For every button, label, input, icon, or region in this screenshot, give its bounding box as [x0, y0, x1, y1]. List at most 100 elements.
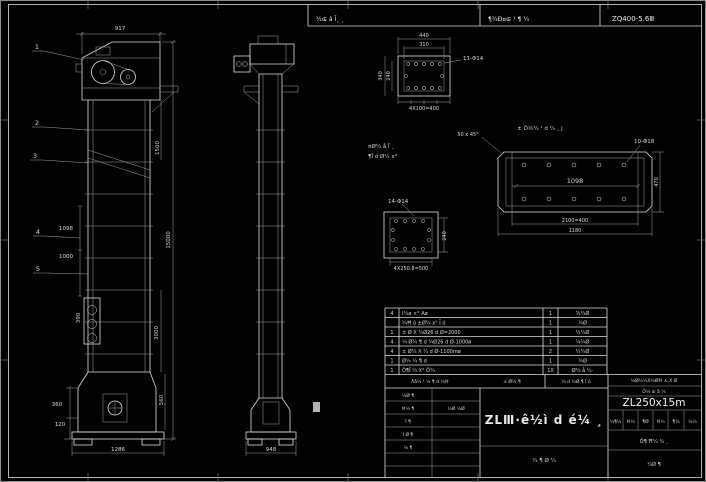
dim-1098-front: 1098	[59, 226, 73, 232]
note-line-1: ¤Ø¼ å Ī ¸	[368, 143, 394, 150]
parts-row-6: 1 Ø¼ ¼ ¶ d 1 ¼Ø	[390, 358, 587, 365]
part-material: ¼Ø	[578, 358, 587, 365]
note-line-2: ¶Ī ó Ø¼ x°	[368, 153, 398, 160]
flange-a-bolt-holes	[404, 62, 444, 90]
dim-310: 310	[419, 42, 429, 48]
annotation-note: ¤Ø¼ å Ī ¸ ¶Ī ó Ø¼ x°	[368, 143, 398, 160]
dim-1286: 1286	[111, 447, 125, 453]
callout-10-d18: 10-Φ18	[634, 139, 655, 145]
tb-header-1: Äå¼ ¹ ¼ ¶ d ¼Ħ	[411, 378, 449, 385]
part-qty: 1X	[547, 368, 554, 374]
title-block: Äå¼ ¹ ¼ ¶ d ¼Ħ ± Ø¼ ¶ ¼ d ¼Ø ¶ Ī ó ¼Ø½¼X…	[384, 374, 702, 478]
balloon-5: 5	[36, 265, 40, 273]
dim-4x100: 4X100=400	[409, 106, 439, 112]
detail-flange-b: 14-Φ14 240 4X250.8=500	[383, 199, 448, 272]
tb-left-1: ¼Ø ¶	[402, 392, 414, 399]
part-qty: 2	[549, 349, 552, 355]
tb-left-2: Ħ¼ ¶	[402, 406, 415, 412]
part-desc: ¼Ħ ó ±Ø¼ x° Ī ó	[402, 320, 445, 327]
balloon-1: 1	[35, 43, 39, 51]
part-no: 1	[390, 368, 393, 374]
balloon-3: 3	[33, 152, 37, 160]
part-no: 1	[390, 330, 393, 336]
callout-14-d14: 14-Φ14	[388, 199, 409, 205]
balloon-4: 4	[36, 228, 40, 236]
dim-3000: 3000	[154, 326, 160, 340]
detail-flange-a: 310 440 240 340 4X100=400 11-Φ14	[378, 33, 484, 112]
tb-left-5: ¼ ¶	[404, 445, 413, 451]
part-material: ¼¼Ø	[576, 329, 590, 336]
part-no: 1	[390, 359, 393, 365]
tb-right-bottom: ¼Ø ¶	[647, 461, 661, 468]
part-desc: Ø¼ ¼ ¶ d	[402, 358, 427, 365]
dim-470: 470	[654, 177, 660, 187]
part-material: ¾¼Ø	[576, 310, 590, 317]
part-qty: 1	[549, 340, 552, 346]
tb-left-4: Ⅰ Ø ¶	[403, 431, 414, 438]
inspection-box-front	[83, 297, 101, 345]
tb-right-mid: Ǒ¶ Ħ¼ ¼ ¸	[640, 438, 669, 445]
elevator-casing-side	[256, 73, 299, 398]
parts-row-2: ¼Ħ ó ±Ø¼ x° Ī ó 1 ¼Ø	[402, 320, 587, 327]
elevator-head-front	[75, 41, 179, 113]
strip-middle-label: ¶¼Đ¤ɶ ¹ ¶ ¼	[488, 16, 529, 23]
dim-360: 360	[52, 402, 63, 408]
drawing-title: ZLⅢ·ê½ì d é¼ ¸	[485, 413, 604, 427]
strip-left-label: ½ɶ á Ī¸ ¸	[316, 16, 344, 23]
dim-15000: 15000	[166, 231, 172, 249]
elevator-head-side	[233, 35, 295, 105]
tb-right-top-2: Ǒ¼ ɶ å ¼	[642, 388, 666, 395]
dim-1098-plate: 1098	[567, 177, 584, 185]
parts-row-1: 4 Ⅰ¼ø ×° Aø 1 ¾¼Ø	[390, 310, 589, 317]
dim-440: 440	[419, 33, 429, 39]
part-no: 4	[390, 349, 393, 355]
elevator-casing-front	[85, 100, 153, 372]
part-qty: 1	[549, 311, 552, 317]
tb-right-cell-3: ¶Ø	[642, 418, 649, 425]
part-desc: ± Ø¼ X ¼ d Ø-1100mø	[402, 348, 461, 355]
part-qty: 1	[549, 359, 552, 365]
callout-11-d14: 11-Φ14	[463, 56, 484, 62]
tb-right-cell-1: ¼¶¼	[610, 419, 622, 425]
tb-left-2b: ¼Ø ¼Ø	[447, 405, 465, 412]
side-view: 948	[233, 35, 320, 456]
balloon-callouts: 1 2 3 4 5	[30, 43, 89, 275]
plate-label: ± Ǒ½¼ ¹ d ¼ ¸ j	[517, 125, 563, 132]
balloon-2: 2	[35, 119, 39, 127]
tb-left-3: Ī ¶	[405, 418, 411, 425]
tb-right-top-1: ¼Ø½¼X¼ØĦ ±,X Ø	[631, 377, 678, 384]
dim-390: 390	[76, 312, 82, 323]
parts-row-3: 1 ± Ø X ¼Ø26 d Ø=2000 1 ¼¼Ø	[390, 329, 589, 336]
dim-948: 948	[266, 447, 277, 453]
section-mark	[313, 402, 320, 412]
part-desc: Ǒ¶Ī ¼ X° Ǒ¼	[402, 367, 435, 374]
part-qty: 1	[549, 330, 552, 336]
plate-bolt-holes	[521, 162, 627, 202]
dim-340: 340	[378, 71, 384, 81]
dim-2100: 2100=400	[562, 218, 588, 224]
part-material: Ø¼ å ¼·	[572, 367, 594, 374]
parts-list-table: 4 Ⅰ¼ø ×° Aø 1 ¾¼Ø ¼Ħ ó ±Ø¼ x° Ī ó 1 ¼Ø 1…	[384, 307, 608, 375]
flange-b-bolt-holes	[391, 219, 431, 251]
parts-row-7: 1 Ǒ¶Ī ¼ X° Ǒ¼ 1X Ø¼ å ¼·	[390, 367, 593, 374]
parts-row-5: 4 ± Ø¼ X ¼ d Ø-1100mø 2 ¼¼Ø	[390, 348, 589, 355]
part-desc: ± Ø X ¼Ø26 d Ø=2000	[402, 329, 461, 336]
elevator-boot-front	[71, 371, 165, 446]
drawing-model: ZL250x15m	[623, 397, 686, 409]
dim-917: 917	[115, 26, 126, 32]
part-no: 4	[390, 311, 393, 317]
front-dimensions: 917 15000 1500 3000 560 1098 1000 390 36…	[52, 26, 176, 456]
part-material: ¼Ø	[578, 320, 587, 327]
dim-4x250: 4X250.8=500	[394, 266, 429, 272]
tb-right-cell-5: ¶¼	[672, 419, 680, 425]
tb-header-2: ± Ø¼ ¶	[503, 378, 521, 385]
parts-row-4: 4 ¼ Ø¼ ¶ d ¼Ø26 d Ø-1000ø 1 ¼¼Ø	[390, 339, 589, 346]
part-material: ¼¼Ø	[576, 339, 590, 346]
tb-right-cell-2: Ħ¼	[626, 419, 635, 425]
dim-1180: 1180	[569, 228, 582, 234]
part-desc: Ⅰ¼ø ×° Aø	[402, 311, 428, 317]
